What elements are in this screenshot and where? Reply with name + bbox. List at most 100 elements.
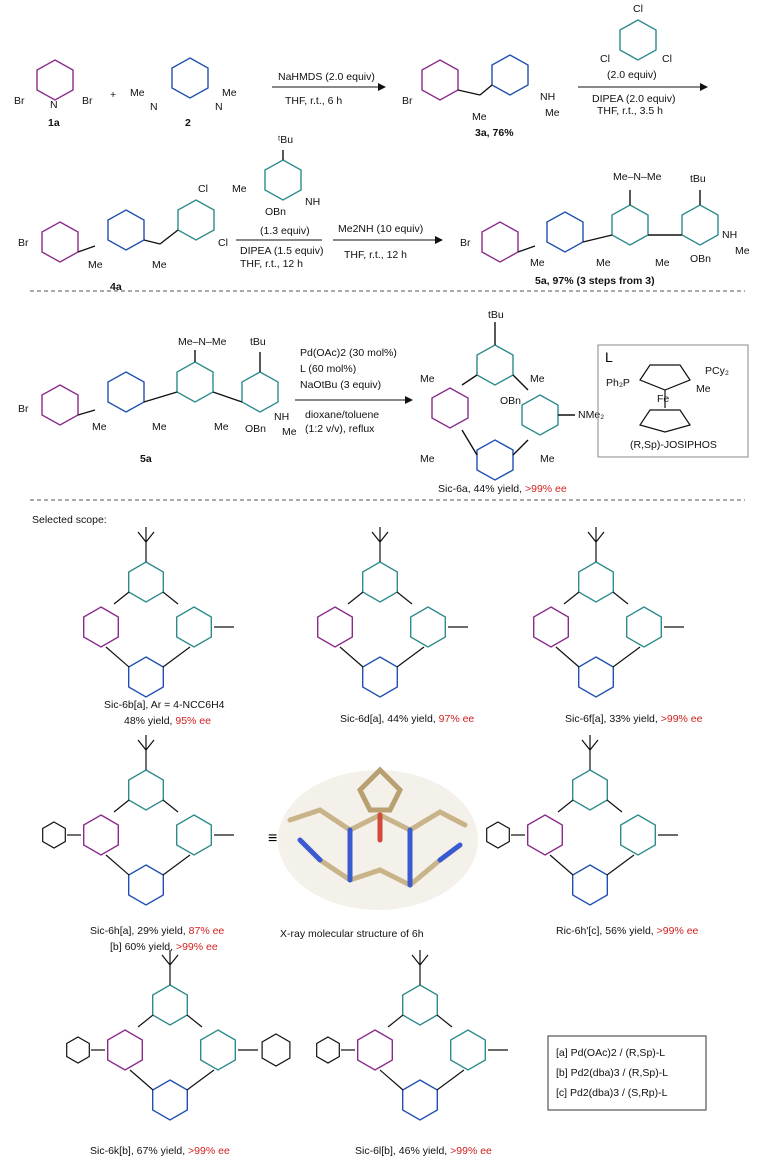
scope-yield: 48% yield, 95% ee bbox=[124, 715, 211, 727]
n-me-bond bbox=[396, 646, 425, 668]
pyridine-ring bbox=[317, 606, 353, 648]
nme2-label: NMe₂ bbox=[578, 409, 604, 421]
nh-label: N bbox=[150, 101, 158, 113]
pyridine-ring bbox=[533, 606, 569, 648]
xray-caption: X-ray molecular structure of 6h bbox=[280, 928, 424, 940]
aryl-ring bbox=[578, 561, 614, 603]
tbu-group bbox=[581, 735, 599, 751]
nh-label: NH bbox=[305, 196, 320, 208]
n-me-bond bbox=[129, 1069, 154, 1091]
me-label: Me bbox=[92, 421, 107, 433]
tbu-label: tBu bbox=[250, 336, 266, 348]
cl-label: Cl bbox=[218, 237, 228, 249]
ligand-name: (R,Sp)-JOSIPHOS bbox=[630, 439, 717, 451]
compound-1a-label: 1a bbox=[48, 117, 60, 129]
n-me-bond bbox=[396, 591, 413, 605]
pyrrolidine-ring bbox=[42, 821, 66, 849]
equivalence-icon: ≡ bbox=[268, 830, 277, 847]
scope-label: Sic-6f[a], 33% yield, >99% ee bbox=[565, 713, 703, 725]
aryl-ring bbox=[362, 561, 398, 603]
n-me-bond bbox=[612, 646, 641, 668]
br-label: Br bbox=[402, 95, 413, 107]
compound-6l-structure bbox=[316, 950, 508, 1121]
n-me-bond bbox=[105, 854, 130, 876]
obn-label: OBn bbox=[690, 253, 711, 265]
condition-label: dioxane/toluene bbox=[305, 409, 379, 421]
me-label: Me bbox=[214, 421, 229, 433]
obn-label: OBn bbox=[500, 395, 521, 407]
n-me-bond bbox=[186, 1014, 203, 1028]
morpholine-ring bbox=[261, 1033, 291, 1067]
n-me-bond bbox=[549, 854, 574, 876]
arrow-head-icon bbox=[405, 396, 413, 404]
compound-5a-structure bbox=[41, 350, 279, 426]
tbu-label: tBu bbox=[690, 173, 706, 185]
scope-label: Sic-6l[b], 46% yield, >99% ee bbox=[355, 1145, 492, 1157]
pyrrolidine-ring bbox=[486, 821, 510, 849]
n-me-bond bbox=[162, 591, 179, 605]
compound-6h-structure bbox=[42, 735, 234, 906]
compound-4a-structure bbox=[41, 199, 215, 263]
pyridine-ring bbox=[357, 1029, 393, 1071]
cl-label: Cl bbox=[633, 3, 643, 15]
me-label: Me bbox=[130, 87, 145, 99]
n-me-bond bbox=[162, 854, 191, 876]
pyridine-ring bbox=[106, 1029, 144, 1071]
aryl-ring bbox=[127, 561, 165, 603]
nh-label: NH bbox=[722, 229, 737, 241]
compound-6k-structure bbox=[66, 950, 291, 1121]
n-me-bond bbox=[387, 1014, 404, 1028]
triazine-ring bbox=[626, 606, 662, 648]
nme2-label: Me–N–Me bbox=[613, 171, 662, 183]
aryl-ring bbox=[151, 984, 189, 1026]
arrow-head-icon bbox=[700, 83, 708, 91]
br-label: Br bbox=[18, 237, 29, 249]
n-me-bond bbox=[436, 1014, 453, 1028]
compound-4a-label: 4a bbox=[110, 281, 122, 293]
obn-label: OBn bbox=[245, 423, 266, 435]
compound-2-structure bbox=[171, 57, 209, 99]
pyrimidine-ring bbox=[572, 864, 608, 906]
condition-label: L (60 mol%) bbox=[300, 363, 356, 375]
tbu-group bbox=[161, 950, 179, 966]
compound-6f-structure bbox=[533, 527, 684, 698]
me-label: Me bbox=[282, 426, 297, 438]
cyanuric-chloride-structure bbox=[619, 19, 657, 61]
pyrimidine-ring bbox=[127, 864, 165, 906]
nme2-label: Me–N–Me bbox=[178, 336, 227, 348]
product-6a-label: Sic-6a, 44% yield, >99% ee bbox=[438, 483, 567, 495]
me-label: Me bbox=[420, 373, 435, 385]
me-label: Me bbox=[420, 453, 435, 465]
br-label: Br bbox=[14, 95, 25, 107]
tbu-label: tBu bbox=[488, 309, 504, 321]
condition-label: THF, r.t., 3.5 h bbox=[597, 105, 663, 117]
pyrimidine-ring bbox=[151, 1079, 189, 1121]
compound-1a-structure bbox=[36, 59, 74, 101]
compound-5a-label: 5a, 97% (3 steps from 3) bbox=[535, 275, 655, 287]
scope-label: Ric-6h'[c], 56% yield, >99% ee bbox=[556, 925, 699, 937]
me-label: Me bbox=[222, 87, 237, 99]
pcy2-label: PCy₂ bbox=[705, 365, 729, 377]
n-me-bond bbox=[557, 799, 574, 813]
me-label: Me bbox=[530, 257, 545, 269]
n-me-bond bbox=[186, 1069, 215, 1091]
triazine-ring bbox=[175, 606, 213, 648]
footnote-c: [c] Pd2(dba)3 / (S,Rp)-L bbox=[556, 1087, 668, 1099]
condition-label: THF, r.t., 12 h bbox=[344, 249, 407, 261]
reagent-label: Me2NH (10 equiv) bbox=[338, 223, 423, 235]
aryl-ring bbox=[572, 769, 608, 811]
compound-3a-structure bbox=[421, 54, 529, 101]
condition-label: THF, r.t., 6 h bbox=[285, 95, 342, 107]
triazine-ring bbox=[199, 1029, 237, 1071]
compound-2-label: 2 bbox=[185, 117, 191, 129]
footnote-a: [a] Pd(OAc)2 / (R,Sp)-L bbox=[556, 1047, 665, 1059]
me-label: Me bbox=[88, 259, 103, 271]
triazine-ring bbox=[450, 1029, 486, 1071]
tbu-group bbox=[587, 527, 605, 543]
condition-label: THF, r.t., 12 h bbox=[240, 258, 303, 270]
compound-5a-label: 5a bbox=[140, 453, 152, 465]
cl-label: Cl bbox=[198, 183, 208, 195]
scope-title: Selected scope: bbox=[32, 514, 107, 526]
br-label: Br bbox=[460, 237, 471, 249]
